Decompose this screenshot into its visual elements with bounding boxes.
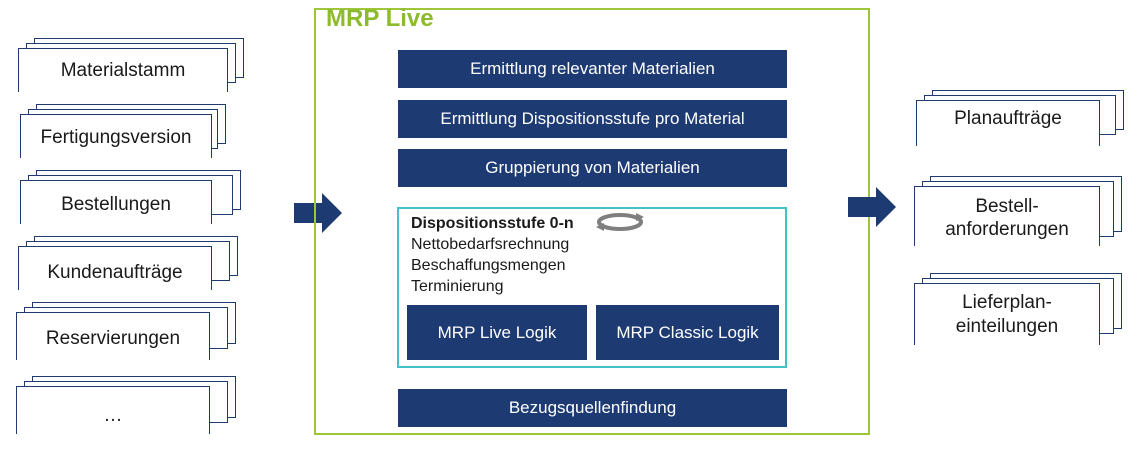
dispo-heading: Dispositionsstufe 0-n xyxy=(411,215,574,232)
step-gruppierung: Gruppierung von Materialien xyxy=(398,149,787,187)
output-doc-lieferplaneinteilungen: Lieferplan- einteilungen xyxy=(914,273,1128,347)
input-doc-more: … xyxy=(16,376,244,438)
dispo-line: Terminierung xyxy=(411,278,504,295)
output-label: anforderungen xyxy=(945,219,1069,240)
mrp-classic-logic-box: MRP Classic Logik xyxy=(596,305,779,360)
input-doc-materialstamm: Materialstamm xyxy=(18,38,246,96)
input-label: Kundenaufträge xyxy=(47,262,183,283)
dispo-line: Nettobedarfsrechnung xyxy=(411,236,570,253)
cycle-icon xyxy=(596,213,644,231)
mrp-live-logic-box: MRP Live Logik xyxy=(407,305,587,360)
step-ermittlung-materialien: Ermittlung relevanter Materialien xyxy=(398,50,787,88)
step-bezugsquellenfindung: Bezugsquellenfindung xyxy=(398,389,787,427)
output-label: einteilungen xyxy=(955,316,1059,337)
input-label: Fertigungsversion xyxy=(40,127,192,148)
mrp-live-title: MRP Live xyxy=(326,5,434,32)
input-label: Reservierungen xyxy=(45,328,181,349)
input-label: Materialstamm xyxy=(60,60,186,81)
input-doc-kundenauftraege: Kundenaufträge xyxy=(18,236,246,294)
output-label: Planaufträge xyxy=(954,108,1062,129)
input-doc-bestellungen: Bestellungen xyxy=(20,170,248,228)
input-doc-reservierungen: Reservierungen xyxy=(16,302,244,364)
input-label: … xyxy=(103,405,123,426)
mrp-live-container xyxy=(314,8,870,435)
input-label: Bestellungen xyxy=(61,194,171,215)
dispo-line: Beschaffungsmengen xyxy=(411,257,566,274)
output-doc-planauftraege: Planaufträge xyxy=(916,90,1128,150)
output-label: Lieferplan- xyxy=(962,292,1052,313)
output-label: Bestell- xyxy=(975,196,1039,217)
input-doc-fertigungsversion: Fertigungsversion xyxy=(20,104,248,162)
output-doc-bestellanforderungen: Bestell- anforderungen xyxy=(914,176,1128,250)
arrow-right-icon xyxy=(848,187,896,227)
step-dispositionsstufe: Ermittlung Dispositionsstufe pro Materia… xyxy=(398,100,787,138)
arrow-right-icon xyxy=(294,193,342,233)
dispositionsstufe-box xyxy=(397,207,787,368)
